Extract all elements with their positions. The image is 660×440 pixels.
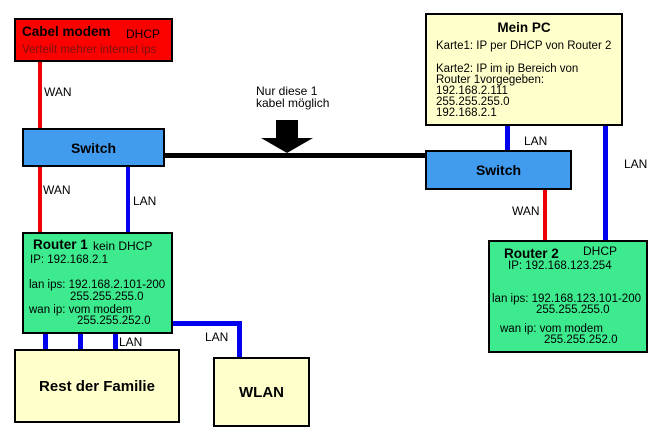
router2-lan-mask: 255.255.255.0 [536, 304, 610, 316]
router1-lan-ips: lan ips: 192.168.2.101-200 [29, 279, 166, 291]
cable-lan-router1-to-wlan-vertical [237, 321, 242, 357]
router2-ip: IP: 192.168.123.254 [508, 260, 612, 272]
annotation-line1: Nur diese 1 [256, 84, 318, 98]
mein-pc-karte1: Karte1: IP per DHCP von Router 2 [436, 40, 612, 52]
family-label: Rest der Familie [39, 377, 155, 395]
lan-label-pc-router2: LAN [624, 157, 648, 171]
cable-lan-pc-to-switch2 [505, 126, 510, 150]
lan-label-pc-switch2: LAN [524, 134, 548, 148]
node-mein-pc: Mein PC Karte1: IP per DHCP von Router 2… [425, 13, 623, 126]
switch-right-label: Switch [475, 162, 522, 178]
cable-lan-router1-to-family-3 [113, 334, 118, 350]
node-family: Rest der Familie [14, 349, 180, 423]
annotation-line2: kabel möglich [256, 95, 330, 110]
cable-lan-switch1-to-router1 [126, 167, 130, 232]
node-router2: Router 2 DHCP IP: 192.168.123.254 lan ip… [488, 240, 648, 353]
cable-lan-router1-to-wlan-horizontal [172, 321, 242, 326]
router1-dhcp-tag: kein DHCP [93, 239, 153, 253]
mein-pc-karte2-line1: Karte2: IP im ip Bereich von [436, 63, 579, 75]
switch-left-label: Switch [70, 139, 117, 156]
cable-modem-subtitle: Verteilt mehrer internet ips [22, 44, 157, 56]
down-arrow-icon [276, 120, 298, 139]
cable-modem-title: Cabel modem [22, 24, 111, 39]
lan-label-router1-family: LAN [119, 335, 143, 349]
cable-wan-modem-to-switch1 [38, 62, 42, 128]
node-wlan: WLAN [213, 357, 310, 427]
router1-wan-mask: 255.255.252.0 [77, 315, 151, 327]
cable-wan-switch1-to-router1 [38, 167, 42, 232]
router2-title: Router 2 [504, 246, 559, 261]
node-router1: Router 1 kein DHCP IP: 192.168.2.1 lan i… [22, 232, 173, 334]
lan-label-switch1: LAN [133, 194, 157, 208]
mein-pc-karte2-ip: 192.168.2.111 [436, 85, 508, 97]
cable-trunk-switch1-to-switch2 [165, 153, 425, 158]
router2-dhcp-tag: DHCP [583, 244, 618, 258]
mein-pc-karte2-line2: Router 1vorgegeben: [436, 74, 545, 86]
mein-pc-title: Mein PC [497, 20, 551, 35]
node-switch-right: Switch [425, 150, 572, 190]
router1-title: Router 1 [33, 237, 88, 252]
router1-ip: IP: 192.168.2.1 [30, 254, 109, 266]
cable-lan-router1-to-family-2 [78, 334, 83, 350]
router2-wan-ip: wan ip: vom modem [500, 323, 603, 335]
lan-label-router1-wlan: LAN [205, 330, 229, 344]
mein-pc-karte2-gateway: 192.168.2.1 [436, 107, 497, 119]
wlan-label: WLAN [239, 383, 284, 401]
wan-label-modem: WAN [44, 85, 72, 99]
cable-lan-router1-to-family-1 [43, 334, 48, 350]
node-cable-modem: Cabel modem DHCP Verteilt mehrer interne… [14, 18, 173, 62]
wan-label-switch1: WAN [43, 183, 71, 197]
annotation-text: Nur diese 1 kabel möglich [256, 84, 330, 110]
down-arrow-head-icon [261, 138, 313, 153]
router2-wan-mask: 255.255.252.0 [544, 334, 618, 346]
node-switch-left: Switch [22, 128, 165, 167]
router1-lan-mask: 255.255.255.0 [70, 291, 144, 303]
wan-label-switch2: WAN [512, 204, 540, 218]
cable-modem-dhcp-tag: DHCP [126, 27, 161, 41]
mein-pc-karte2-mask: 255.255.255.0 [436, 96, 510, 108]
router2-lan-ips: lan ips: 192.168.123.101-200 [492, 293, 641, 305]
cable-wan-switch2-to-router2 [543, 190, 547, 240]
cable-lan-pc-to-router2 [603, 126, 608, 240]
router1-wan-ip: wan ip: vom modem [29, 304, 132, 316]
